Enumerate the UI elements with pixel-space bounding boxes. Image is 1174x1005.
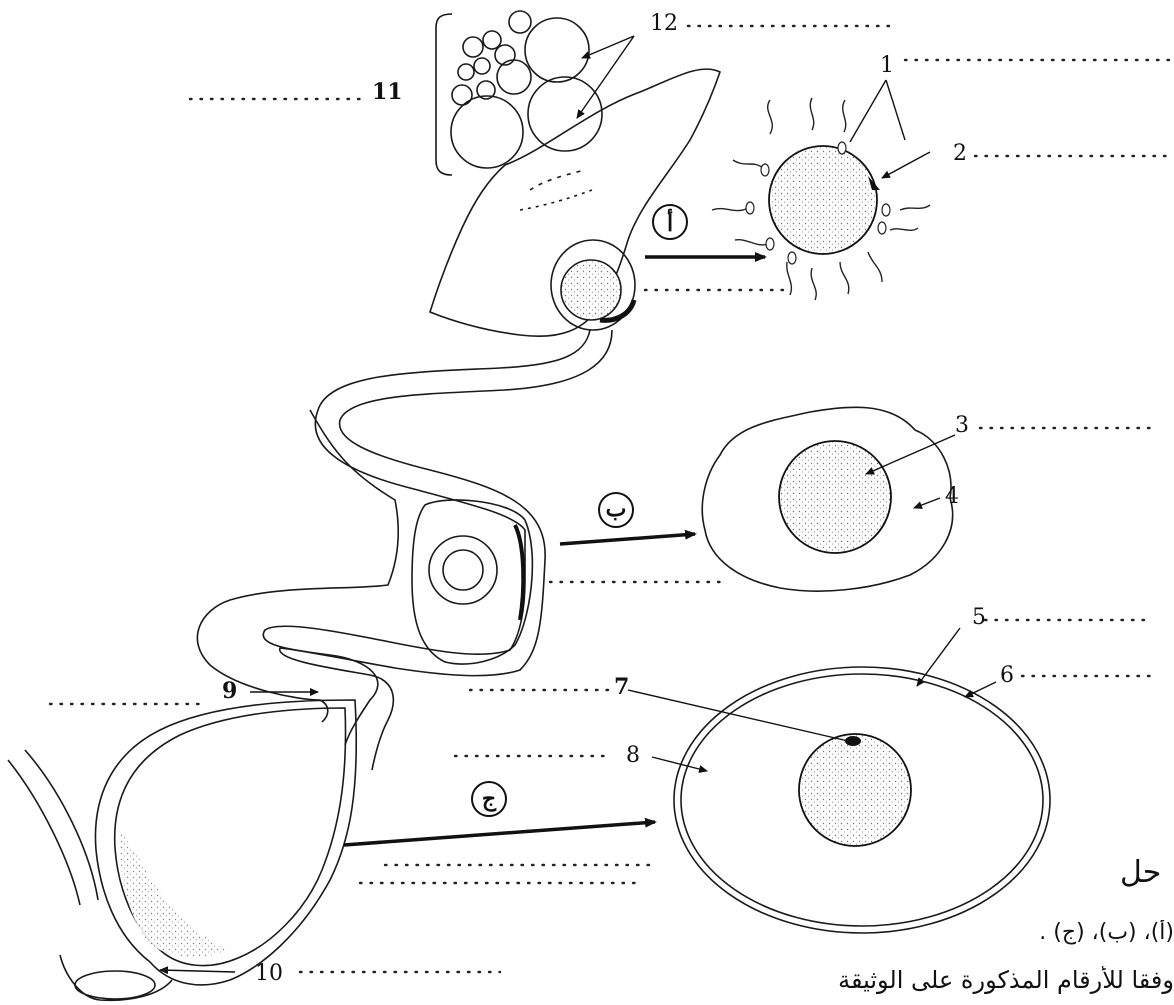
bracket-11	[436, 14, 452, 175]
mature-follicle	[8, 700, 356, 1000]
label-3: 3	[955, 413, 969, 438]
stage-letter-a: أ	[667, 208, 673, 237]
stage-b-oocyte	[702, 407, 955, 591]
label-9: 9	[222, 678, 237, 704]
label-2: 2	[953, 141, 967, 166]
primary-follicle	[551, 240, 635, 330]
stage-letter-c: ج	[482, 786, 497, 812]
label-12: 12	[650, 11, 678, 36]
label-6: 6	[1000, 663, 1014, 688]
label-5: 5	[972, 605, 986, 630]
ovum-a	[769, 146, 877, 254]
oviduct-tube	[197, 69, 720, 770]
label-10: 10	[255, 961, 283, 986]
stage-letter-b: ب	[606, 496, 627, 522]
label-4: 4	[945, 484, 959, 509]
label-11: 11	[372, 79, 403, 105]
footer-truncated-line: وفقا للأرقام المذكورة على الوثيقة	[575, 966, 1174, 994]
label-1: 1	[880, 53, 894, 78]
footer-stages-line: (أ)، (ب)، (ج) .	[935, 920, 1174, 945]
footer-partial-word: حل	[1120, 855, 1161, 890]
stage-c-oocyte	[628, 628, 1050, 933]
secondary-follicle	[412, 500, 532, 664]
label-7: 7	[614, 674, 629, 700]
label-8: 8	[626, 743, 640, 768]
stage-arrow-c	[344, 782, 655, 845]
stage-arrow-b	[560, 493, 695, 544]
stage-a-fertilization	[712, 80, 930, 300]
